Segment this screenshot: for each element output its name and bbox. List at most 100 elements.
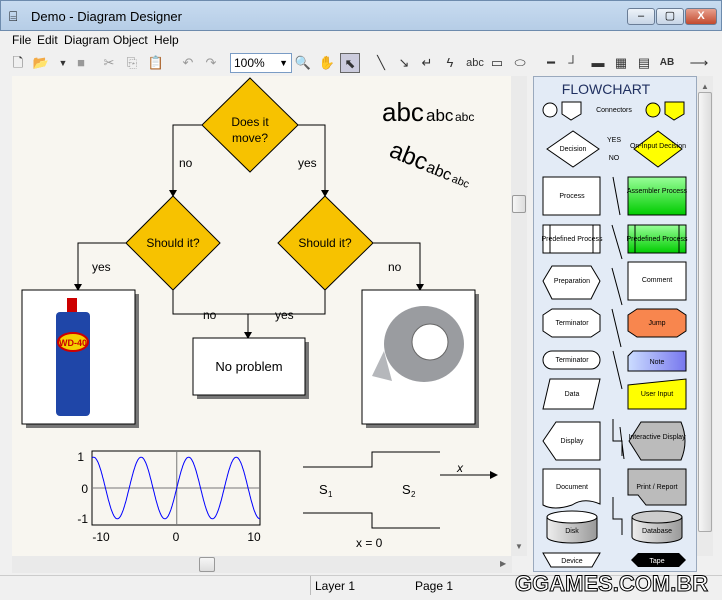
rotated-text-sample[interactable]: abc abc abc: [386, 137, 476, 194]
font-color-icon[interactable]: AB: [659, 57, 675, 68]
open-dropdown-icon[interactable]: ▼: [58, 58, 68, 68]
decision-does-it-move[interactable]: [201, 77, 299, 173]
arrow-style-icon[interactable]: ⟶: [689, 55, 709, 70]
ellipse-icon[interactable]: ⬭: [514, 55, 526, 70]
minimize-button[interactable]: –: [627, 8, 655, 25]
item-label: Assembler Process: [627, 188, 688, 195]
menu-diagram[interactable]: Diagram: [64, 33, 110, 47]
decision-should-it-right[interactable]: [277, 195, 374, 291]
scroll-thumb[interactable]: [512, 195, 526, 213]
item-label: Predefined Process: [541, 236, 603, 243]
connector-circle-shape[interactable]: [542, 102, 558, 118]
text-medium: abc: [426, 106, 454, 125]
paste-icon[interactable]: 📋: [147, 55, 165, 70]
select-pointer-icon[interactable]: ⬉: [340, 53, 360, 73]
palette-document[interactable]: [542, 468, 601, 509]
watermark-logo: GGAMES.COM.BR: [514, 571, 709, 596]
menu-file[interactable]: File: [12, 33, 32, 47]
cut-icon[interactable]: ✂: [103, 55, 115, 70]
palette-terminator[interactable]: [542, 308, 601, 338]
palette-predefined-process[interactable]: [542, 224, 601, 254]
redo-icon[interactable]: ↷: [205, 55, 217, 70]
palette-print-report[interactable]: [627, 468, 687, 506]
item-label: Disk: [565, 528, 579, 535]
line-end-icon[interactable]: ┘: [568, 55, 578, 70]
scroll-down-icon[interactable]: ▼: [515, 542, 523, 551]
maximize-button[interactable]: ▢: [656, 8, 684, 25]
pipe-diagram[interactable]: x S 1 S 2 x = 0: [303, 451, 498, 550]
gradient-icon[interactable]: ▤: [637, 55, 651, 70]
diagram-canvas[interactable]: Does it move? Should it? Should it? no y…: [12, 76, 512, 556]
connectors-label: Connectors: [596, 107, 632, 114]
menu-edit[interactable]: Edit: [37, 33, 58, 47]
curve-connector-icon[interactable]: ϟ: [446, 55, 454, 70]
palette-jump[interactable]: [627, 308, 687, 338]
result-label: No problem: [215, 359, 282, 374]
horizontal-scrollbar[interactable]: ▶: [12, 556, 512, 573]
scroll-thumb[interactable]: [199, 557, 215, 572]
fill-color-icon[interactable]: ▦: [614, 55, 628, 70]
vertical-scrollbar[interactable]: ▼: [511, 76, 527, 556]
palette-database[interactable]: [631, 517, 683, 544]
menu-object[interactable]: Object: [113, 33, 148, 47]
palette-decision[interactable]: [546, 130, 600, 168]
offpage-connector-shape[interactable]: [561, 101, 582, 121]
menu-help[interactable]: Help: [154, 33, 179, 47]
s1-label: S: [319, 482, 328, 497]
rectangle-icon[interactable]: ▭: [490, 55, 504, 70]
palette-scrollbar[interactable]: ▲: [697, 76, 713, 556]
no-problem-box[interactable]: [192, 337, 306, 396]
abc-text-sample[interactable]: abc abc abc: [382, 97, 474, 127]
zoom-select[interactable]: 100%▼: [230, 53, 292, 73]
item-label: Document: [556, 484, 588, 491]
palette-display[interactable]: [542, 421, 601, 461]
sine-plot[interactable]: 1 0 -1 -10 0 10: [77, 450, 261, 544]
offpage-connector-yellow-shape[interactable]: [664, 101, 685, 121]
window-title: Demo - Diagram Designer: [31, 9, 182, 24]
save-icon[interactable]: ■: [77, 55, 85, 70]
palette-predefined-process-green[interactable]: [627, 224, 687, 254]
open-icon[interactable]: 📂: [32, 55, 50, 70]
text-small: abc: [455, 110, 474, 124]
palette-tape[interactable]: [631, 553, 686, 567]
palette-data[interactable]: [542, 378, 601, 410]
text-tool[interactable]: abc: [466, 57, 484, 69]
palette-device[interactable]: [542, 552, 601, 568]
palette-terminator-rounded[interactable]: [542, 350, 601, 370]
connector-circle-yellow-shape[interactable]: [645, 102, 661, 118]
s1-subscript: 1: [328, 490, 333, 499]
item-label: Preparation: [554, 278, 590, 285]
decision-should-it-left[interactable]: [125, 195, 221, 291]
undo-icon[interactable]: ↶: [182, 55, 194, 70]
palette-disk[interactable]: [546, 517, 598, 544]
copy-icon[interactable]: ⎘: [126, 55, 138, 70]
palette-assembler-process[interactable]: [627, 176, 687, 216]
palette-comment[interactable]: [627, 261, 687, 301]
new-icon[interactable]: 🗋: [12, 55, 24, 70]
scroll-thumb[interactable]: [698, 92, 712, 532]
line-icon[interactable]: ╲: [377, 55, 385, 70]
palette-interactive-display[interactable]: [628, 421, 686, 461]
palette-preparation[interactable]: [542, 265, 601, 300]
zoom-value: 100%: [234, 56, 265, 70]
palette-user-input[interactable]: [627, 378, 687, 410]
arrow-line-icon[interactable]: ↘: [398, 55, 410, 70]
flowchart-palette: FLOWCHART Connectors Decision YES NO On-…: [533, 76, 697, 572]
close-button[interactable]: X: [685, 8, 717, 25]
scroll-right-icon[interactable]: ▶: [500, 559, 507, 568]
edge-label: yes: [298, 156, 317, 170]
pan-hand-icon[interactable]: ✋: [318, 55, 336, 70]
item-label: Interactive Display: [628, 434, 686, 441]
text-small: abc: [450, 173, 471, 191]
item-label: On-Input Decision: [630, 143, 686, 150]
palette-on-input-decision[interactable]: [633, 130, 683, 168]
scroll-up-icon[interactable]: ▲: [701, 82, 709, 91]
page-status: Page 1: [415, 579, 454, 593]
line-width-icon[interactable]: ━: [547, 55, 555, 70]
line-color-icon[interactable]: ▬: [591, 55, 605, 70]
elbow-connector-icon[interactable]: ↵: [421, 55, 433, 70]
zoom-icon[interactable]: 🔍: [294, 55, 312, 70]
palette-process[interactable]: [542, 176, 601, 216]
y-tick-label: 1: [77, 450, 84, 464]
palette-note[interactable]: [627, 350, 687, 372]
